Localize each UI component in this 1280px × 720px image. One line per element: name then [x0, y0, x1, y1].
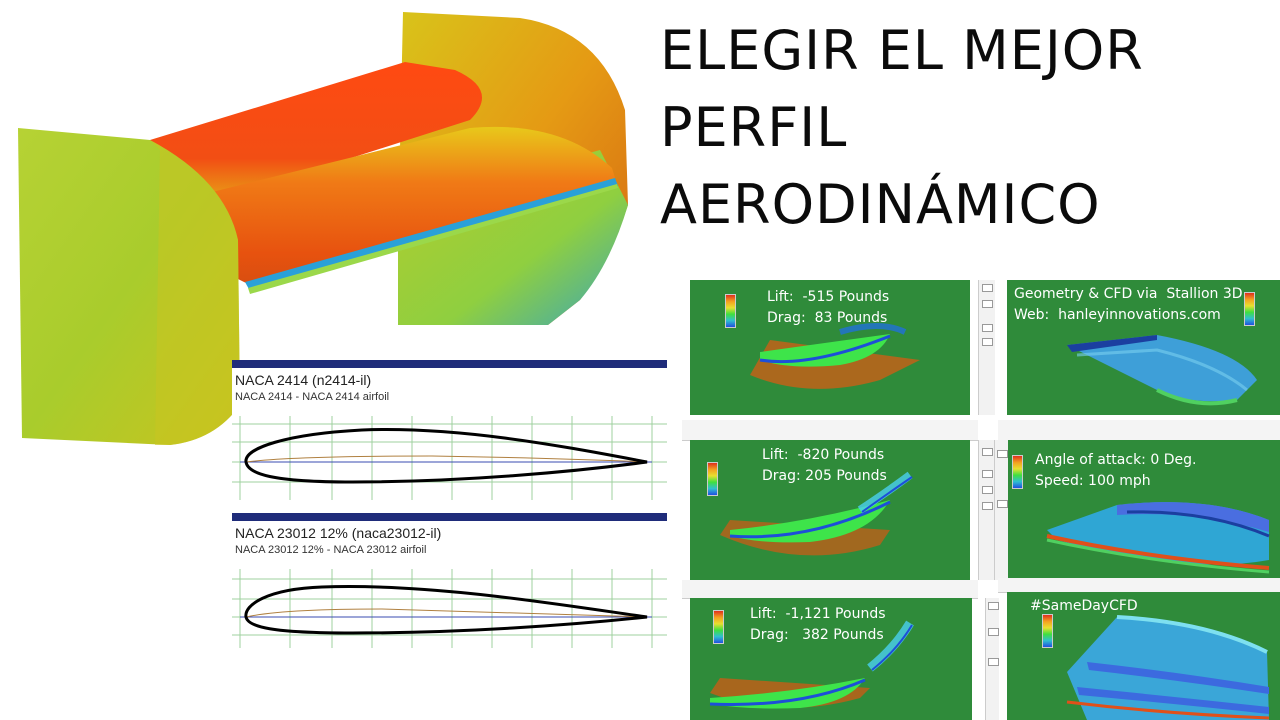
airfoil-description: NACA 23012 12% - NACA 23012 airfoil: [235, 544, 427, 556]
lift-value: Lift: -820 Pounds: [762, 447, 885, 463]
cfd-window-menubar: [682, 420, 978, 441]
drag-value: Drag: 382 Pounds: [750, 627, 884, 643]
credits-line-2: Web: hanleyinnovations.com: [1014, 307, 1221, 323]
pressure-legend: [707, 462, 718, 496]
airfoil-panel-naca23012: NACA 23012 12% (naca23012-il) NACA 23012…: [232, 513, 667, 648]
pressure-legend: [1012, 455, 1023, 489]
airfoil-plot: [232, 569, 667, 648]
drag-value: Drag: 83 Pounds: [767, 310, 888, 326]
pressure-legend: [1042, 614, 1053, 648]
cfd-toolbar-5: [985, 598, 999, 720]
drag-value: Drag: 205 Pounds: [762, 468, 887, 484]
hashtag: #SameDayCFD: [1030, 598, 1138, 614]
cfd-window-menubar: [998, 420, 1280, 441]
angle-of-attack: Angle of attack: 0 Deg.: [1035, 452, 1197, 468]
title-line-3: AERODINÁMICO: [660, 173, 1101, 236]
toolbar-button[interactable]: [982, 284, 993, 292]
toolbar-button[interactable]: [982, 486, 993, 494]
toolbar-button[interactable]: [988, 602, 999, 610]
airfoil-name: NACA 2414 (n2414-il): [235, 372, 372, 388]
toolbar-button[interactable]: [982, 470, 993, 478]
toolbar-button[interactable]: [982, 324, 993, 332]
panel-header-bar: [232, 360, 667, 368]
pressure-legend: [725, 294, 736, 328]
pressure-legend: [1244, 292, 1255, 326]
cfd-conditions-text: Angle of attack: 0 Deg. Speed: 100 mph: [1035, 450, 1196, 492]
toolbar-button[interactable]: [988, 658, 999, 666]
title-line-1: ELEGIR EL MEJOR: [660, 19, 1144, 82]
toolbar-button[interactable]: [997, 450, 1008, 458]
airfoil-name: NACA 23012 12% (naca23012-il): [235, 525, 442, 541]
page-title: ELEGIR EL MEJOR PERFIL AERODINÁMICO: [660, 12, 1270, 243]
lift-value: Lift: -1,121 Pounds: [750, 606, 886, 622]
airfoil-panel-naca2414: NACA 2414 (n2414-il) NACA 2414 - NACA 24…: [232, 360, 667, 500]
title-line-2: PERFIL: [660, 96, 848, 159]
cfd-toolbar-4: [994, 440, 1008, 580]
cfd-toolbar-1: [978, 280, 995, 415]
speed: Speed: 100 mph: [1035, 473, 1151, 489]
cfd-panel-4: Angle of attack: 0 Deg. Speed: 100 mph: [1007, 440, 1280, 580]
cfd-panel-6: #SameDayCFD: [1007, 592, 1280, 720]
cfd-toolbar-3: [978, 440, 995, 580]
credits-line-1: Geometry & CFD via Stallion 3D: [1014, 286, 1243, 302]
toolbar-button[interactable]: [982, 300, 993, 308]
toolbar-button[interactable]: [982, 338, 993, 346]
lift-value: Lift: -515 Pounds: [767, 289, 890, 305]
toolbar-button[interactable]: [982, 448, 993, 456]
cfd-panel-2: Geometry & CFD via Stallion 3D Web: hanle…: [1007, 280, 1280, 415]
cfd-hashtag-text: #SameDayCFD: [1030, 596, 1138, 617]
toolbar-button[interactable]: [988, 628, 999, 636]
cfd-window-menubar: [998, 578, 1280, 593]
cfd-credits-text: Geometry & CFD via Stallion 3D Web: hanle…: [1014, 284, 1243, 326]
panel-header-bar: [232, 513, 667, 521]
airfoil-plot: [232, 416, 667, 500]
cfd-window-menubar: [682, 580, 978, 599]
airfoil-description: NACA 2414 - NACA 2414 airfoil: [235, 391, 390, 403]
pressure-legend: [713, 610, 724, 644]
toolbar-button[interactable]: [982, 502, 993, 510]
toolbar-button[interactable]: [997, 500, 1008, 508]
wing-3d-render: [18, 12, 628, 445]
